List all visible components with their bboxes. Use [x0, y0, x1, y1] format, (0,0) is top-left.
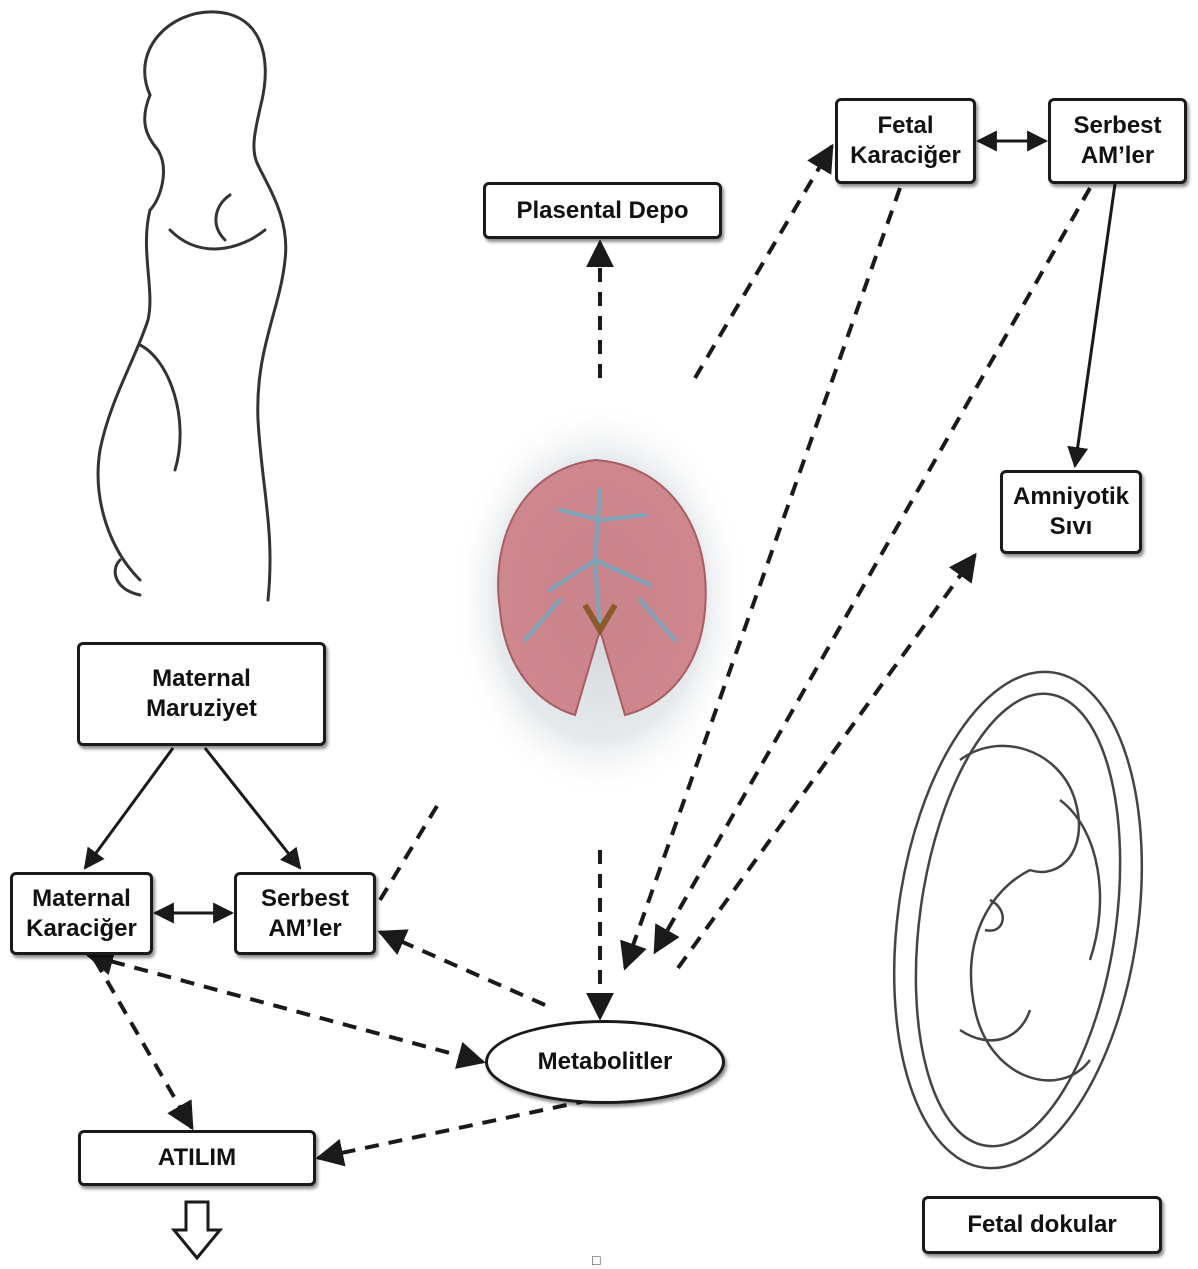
amniotic-fluid-box: Amniyotik Sıvı: [1000, 470, 1142, 554]
free-am-fetal-box: Serbest AM’ler: [1048, 98, 1187, 184]
arrow-maternal-liver-to-excretion: [95, 960, 192, 1128]
arrow-exposure-to-maternal-liver: [85, 748, 173, 868]
fetal-tissues-box: Fetal dokular: [922, 1196, 1162, 1254]
free-am-maternal-line2: AM’ler: [261, 914, 349, 944]
excretion-label: ATILIM: [158, 1143, 236, 1173]
amniotic-fluid-line2: Sıvı: [1013, 512, 1129, 542]
footer-glyph: □: [592, 1252, 600, 1268]
fetal-liver-box: Fetal Karaciğer: [835, 98, 976, 184]
free-am-fetal-line2: AM’ler: [1073, 141, 1161, 171]
excretion-box: ATILIM: [78, 1130, 316, 1186]
arrow-free-am-maternal-to-placenta: [380, 806, 437, 900]
fetal-liver-line2: Karaciğer: [850, 141, 961, 171]
maternal-exposure-line2: Maruziyet: [146, 694, 257, 724]
maternal-liver-line1: Maternal: [26, 884, 137, 914]
free-am-maternal-box: Serbest AM’ler: [234, 872, 376, 955]
metabolites-label: Metabolitler: [538, 1048, 673, 1076]
fetal-tissues-label: Fetal dokular: [967, 1210, 1116, 1240]
arrow-placenta-to-fetal-liver: [695, 146, 832, 378]
free-am-maternal-line1: Serbest: [261, 884, 349, 914]
metabolites-ellipse: Metabolitler: [485, 1020, 725, 1104]
fetal-liver-line1: Fetal: [850, 111, 961, 141]
down-arrow-icon: [174, 1202, 220, 1258]
arrow-free-am-to-amniotic: [1075, 184, 1115, 466]
pregnant-woman-illustration: [98, 12, 286, 600]
maternal-exposure-line1: Maternal: [146, 664, 257, 694]
arrow-maternal-liver-to-metabolites: [88, 955, 483, 1062]
maternal-exposure-box: Maternal Maruziyet: [77, 642, 326, 746]
maternal-liver-box: Maternal Karaciğer: [10, 872, 153, 955]
arrow-metabolites-to-free-am-maternal: [380, 932, 545, 1005]
placental-depot-label: Plasental Depo: [516, 196, 688, 226]
arrow-exposure-to-free-am: [205, 748, 300, 868]
maternal-liver-line2: Karaciğer: [26, 914, 137, 944]
placental-depot-box: Plasental Depo: [483, 182, 722, 239]
amniotic-fluid-line1: Amniyotik: [1013, 482, 1129, 512]
free-am-fetal-line1: Serbest: [1073, 111, 1161, 141]
arrow-metabolites-to-excretion: [318, 1100, 590, 1158]
fetus-illustration: [864, 656, 1171, 1185]
